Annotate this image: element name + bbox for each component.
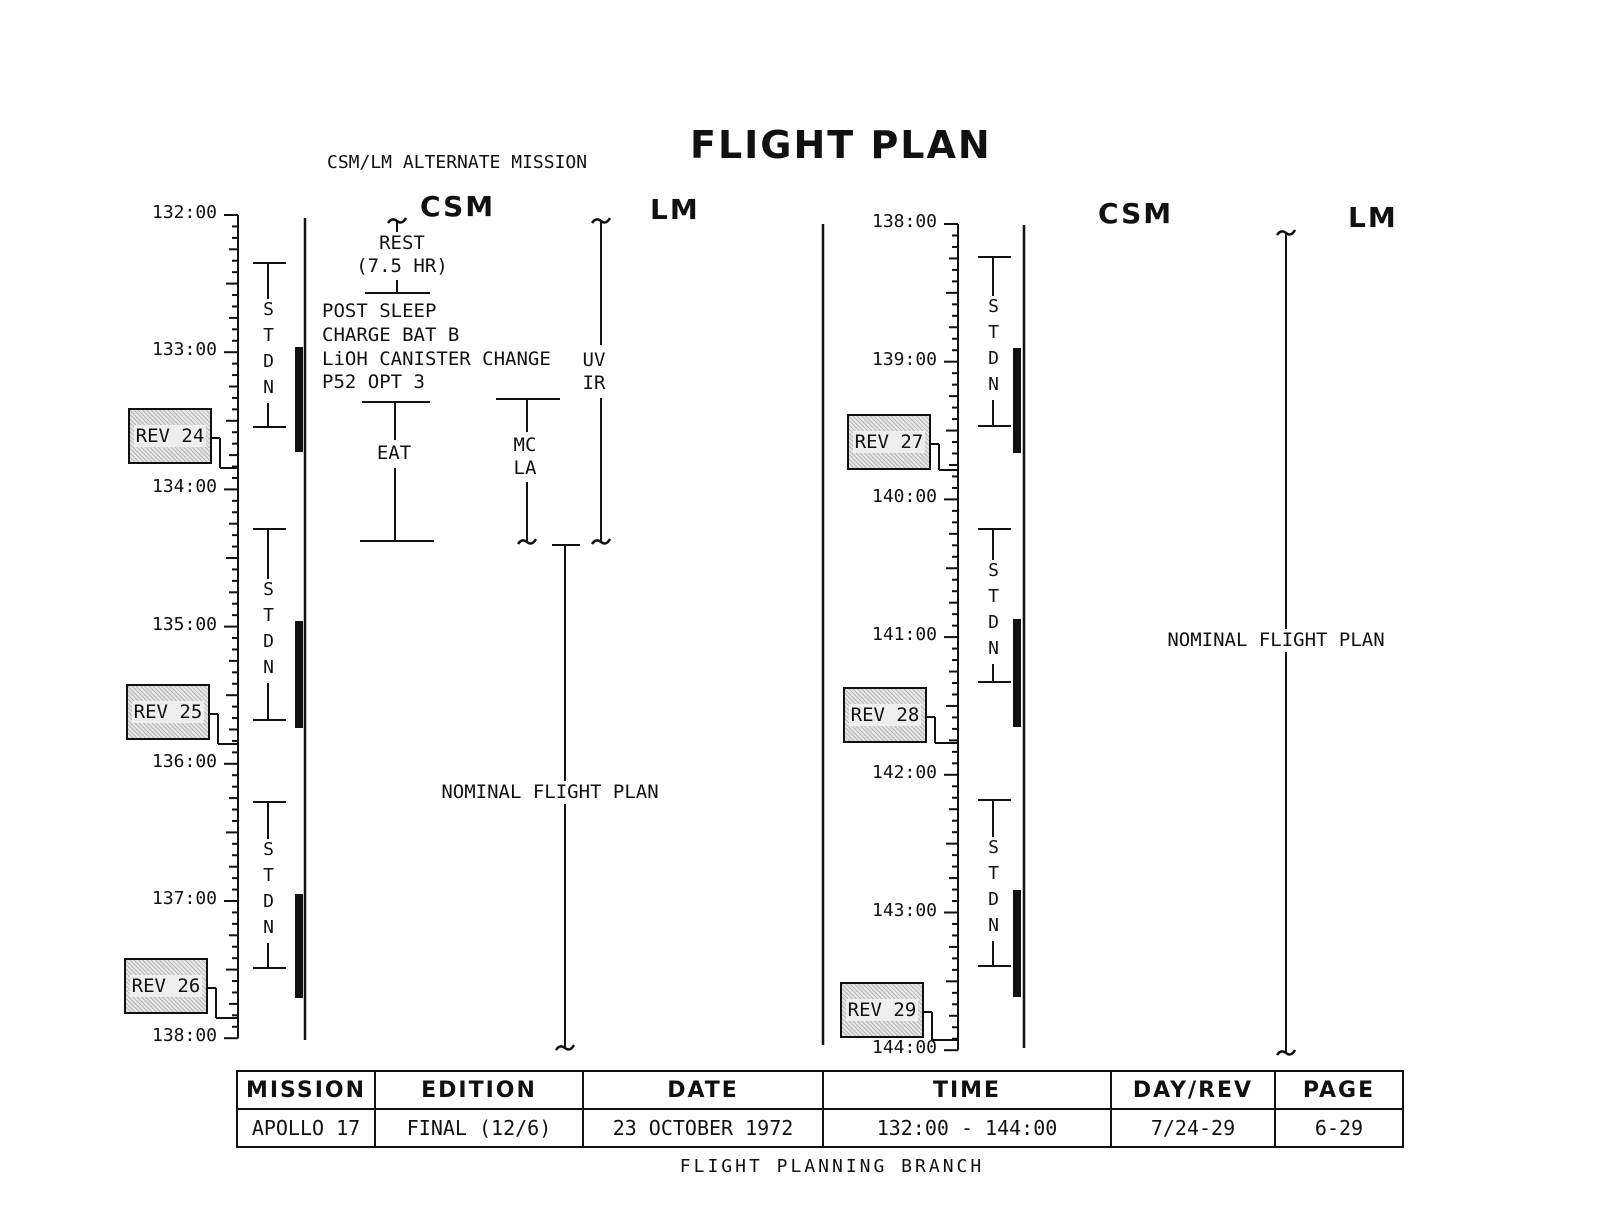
date-value: 23 OCTOBER 1972 [582,1108,824,1148]
rev-box: REV 29 [840,982,924,1038]
header-date: DATE [582,1070,824,1110]
coverage-bar [295,894,303,998]
rev-box: REV 27 [847,414,931,470]
break-mark-icon [516,538,538,545]
time-label: 138:00 [152,1025,218,1047]
rev-box: REV 26 [124,958,208,1014]
activity: CHARGE BAT B [322,324,460,346]
activity: POST SLEEP [322,300,437,322]
time-value: 132:00 - 144:00 [822,1108,1112,1148]
coverage-bar [295,621,303,728]
time-label: 142:00 [872,761,938,783]
activity: LiOH CANISTER CHANGE [322,348,551,370]
rev-label: REV 27 [852,431,926,453]
time-label: 133:00 [152,339,218,361]
rev-box: REV 24 [128,408,212,464]
rev-box: REV 28 [843,687,927,743]
time-label: 144:00 [872,1037,938,1059]
uv-label: UV [582,349,606,371]
page-title: FLIGHT PLAN [690,123,992,167]
header-page: PAGE [1274,1070,1404,1110]
time-label: 141:00 [872,624,938,646]
header-edition: EDITION [374,1070,584,1110]
coverage-bar [1013,890,1021,997]
coverage-bar [1013,619,1021,727]
mission-value: APOLLO 17 [236,1108,376,1148]
mc-label: MC [513,434,537,456]
time-label: 132:00 [152,202,218,223]
right-csm-header: CSM [1098,197,1174,230]
stdn-label: STDN [983,295,1004,400]
rev-label: REV 24 [133,425,207,447]
right-lm-header: LM [1348,201,1398,234]
ir-label: IR [582,372,606,394]
break-mark-icon [1275,1049,1297,1056]
time-label: 137:00 [152,888,218,909]
break-mark-icon [554,1044,576,1051]
time-label: 135:00 [152,613,218,635]
left-nominal-flight-plan: NOMINAL FLIGHT PLAN [441,781,659,804]
info-table: MISSION EDITION DATE TIME DAY/REV PAGE A… [236,1070,1404,1148]
rev-label: REV 29 [845,999,919,1021]
rest-duration: (7.5 HR) [356,255,448,277]
edition-value: FINAL (12/6) [374,1108,584,1148]
break-mark-icon [590,538,612,545]
eat-label: EAT [376,442,412,464]
time-label: 140:00 [872,486,938,508]
time-label: 143:00 [872,899,938,921]
time-label: 139:00 [872,348,938,370]
time-label: 138:00 [872,211,938,232]
stdn-label: STDN [983,837,1004,941]
stdn-label: STDN [258,299,279,403]
flight-planning-branch: FLIGHT PLANNING BRANCH [679,1156,985,1177]
la-label: LA [513,457,537,479]
left-lm-header: LM [650,193,700,226]
rev-box: REV 25 [126,684,210,740]
rest-label: REST [379,232,425,254]
rev-label: REV 28 [848,704,922,726]
stdn-label: STDN [983,559,1004,664]
subtitle: CSM/LM ALTERNATE MISSION [327,152,588,173]
page-value: 6-29 [1274,1108,1404,1148]
header-day-rev: DAY/REV [1110,1070,1276,1110]
day-rev-value: 7/24-29 [1110,1108,1276,1148]
activity: P52 OPT 3 [322,371,425,393]
header-mission: MISSION [236,1070,376,1110]
right-nominal-flight-plan: NOMINAL FLIGHT PLAN [1167,629,1385,652]
time-label: 134:00 [152,476,218,498]
stdn-label: STDN [258,578,279,683]
rev-label: REV 26 [129,975,203,997]
coverage-bar [1013,348,1021,453]
left-csm-header: CSM [420,190,496,223]
coverage-bar [295,347,303,452]
stdn-label: STDN [258,839,279,943]
rev-label: REV 25 [131,701,205,723]
header-time: TIME [822,1070,1112,1110]
time-label: 136:00 [152,750,218,772]
